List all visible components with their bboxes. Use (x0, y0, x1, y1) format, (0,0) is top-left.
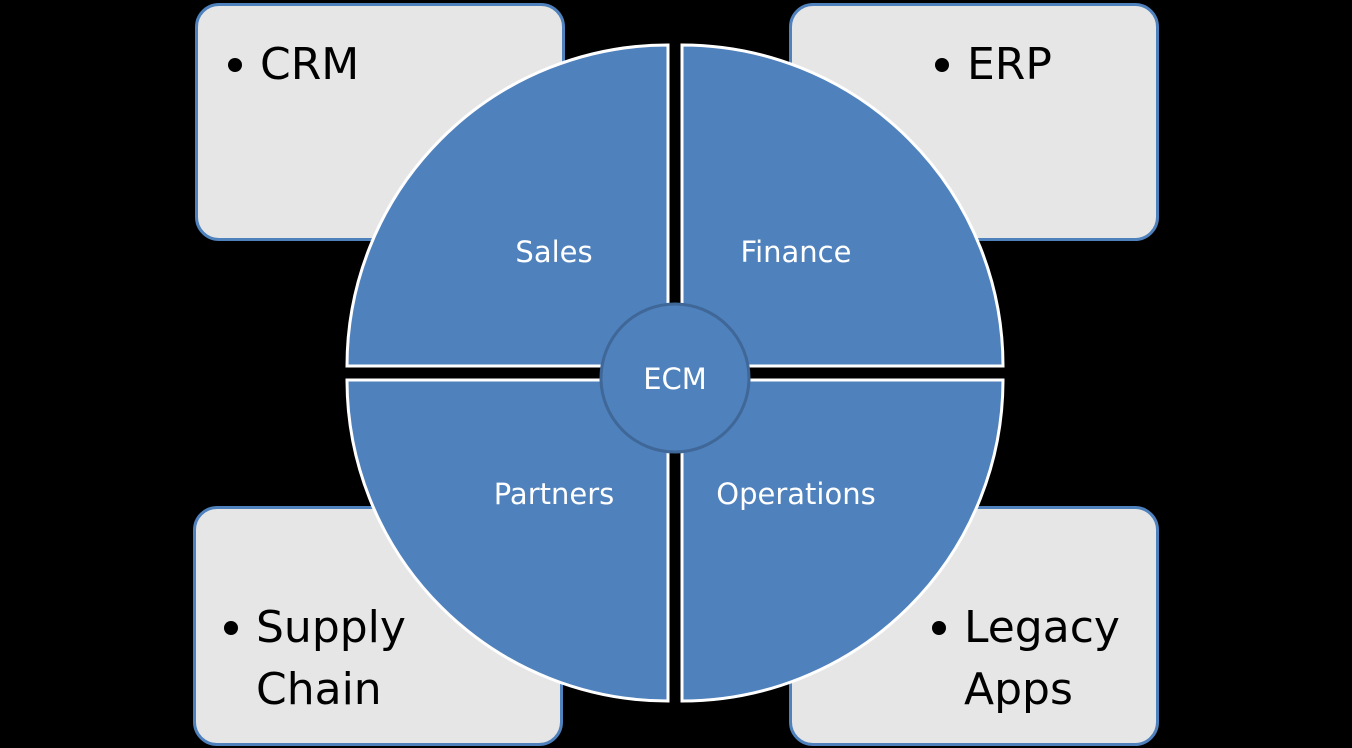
bullet-icon (228, 58, 242, 72)
segment-sales (345, 43, 670, 368)
box-erp-line-1: ERP (967, 39, 1052, 90)
box-crm-line-1: CRM (260, 39, 360, 90)
bullet-icon (932, 621, 946, 635)
box-supply-chain-line-1: Supply (256, 602, 406, 653)
segment-label-partners: Partners (494, 477, 615, 511)
bullet-icon (224, 621, 238, 635)
segment-finance (680, 43, 1005, 368)
segment-label-finance: Finance (741, 235, 852, 269)
box-supply-chain-line-2: Chain (256, 664, 382, 715)
segment-label-sales: Sales (515, 235, 592, 269)
segment-label-operations: Operations (716, 477, 875, 511)
center-label: ECM (643, 362, 707, 396)
box-legacy-apps-line-2: Apps (964, 664, 1073, 715)
box-legacy-apps-line-1: Legacy (964, 602, 1120, 653)
segment-partners (345, 378, 670, 703)
bullet-icon (935, 58, 949, 72)
segment-operations (680, 378, 1005, 703)
center-circle (599, 302, 751, 454)
